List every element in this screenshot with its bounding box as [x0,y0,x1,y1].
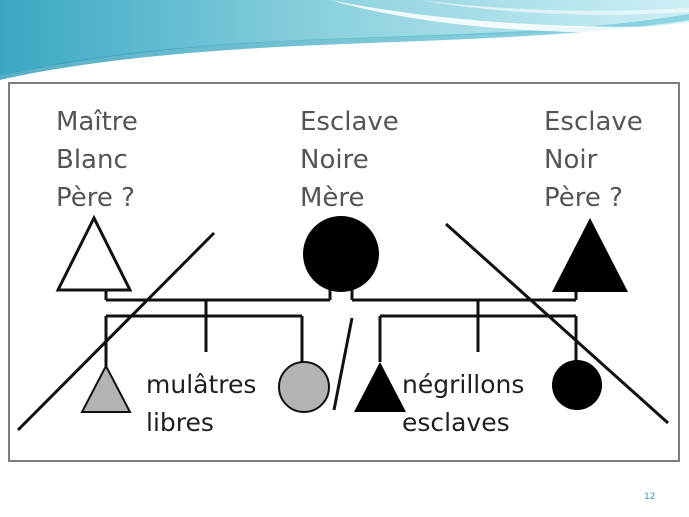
mother-black-circle [303,216,379,292]
master-label-line2: Blanc [56,145,128,175]
slave-father-label: Esclave Noir Père ? [544,103,643,217]
negrillon-black-triangle [354,362,406,412]
master-label-line1: Maître [56,107,138,137]
mulatto-gray-circle [278,361,330,413]
slave-father-black-triangle [552,218,628,292]
master-label-line3: Père ? [56,183,135,213]
mulatto-label-line1: mulâtres [146,370,257,399]
negrillon-black-circle [552,360,602,410]
mulatto-label-line2: libres [146,408,214,437]
slave-father-label-line3: Père ? [544,183,623,213]
mother-label: Esclave Noire Mère [300,103,399,217]
mulatto-group-label: mulâtres libres [146,366,256,442]
negrillon-group-label: négrillons esclaves [402,366,524,442]
cross-out-line-left [16,231,216,432]
header-wave-decoration [0,0,689,80]
mother-label-line1: Esclave [300,107,399,137]
slave-father-label-line2: Noir [544,145,598,175]
mother-label-line3: Mère [300,183,365,213]
negrillon-label-line2: esclaves [402,408,510,437]
master-label: Maître Blanc Père ? [56,103,138,217]
mother-label-line2: Noire [300,145,369,175]
negrillon-label-line1: négrillons [402,370,525,399]
slave-father-label-line1: Esclave [544,107,643,137]
master-white-triangle [55,214,133,292]
separator-line-center [332,317,354,411]
slide-number: 12 [644,492,656,502]
cross-out-line-right [444,222,670,425]
mulatto-gray-triangle [80,363,132,413]
